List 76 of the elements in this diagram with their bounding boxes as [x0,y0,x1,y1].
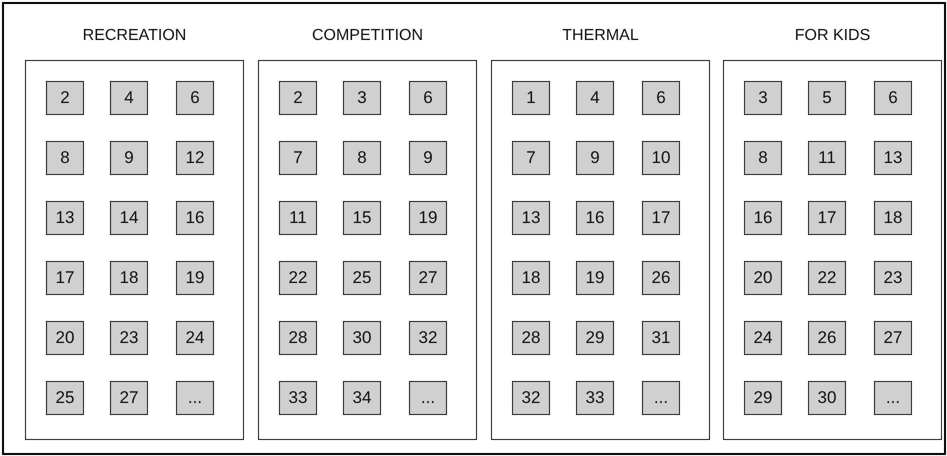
number-tile: 17 [46,261,84,295]
number-tile: 27 [409,261,447,295]
number-tile: 33 [576,381,614,415]
number-tile: 3 [343,81,381,115]
number-tile: 18 [512,261,550,295]
number-tile: 17 [642,201,680,235]
number-tile: 6 [874,81,912,115]
number-tile: ... [874,381,912,415]
number-tile: 4 [576,81,614,115]
number-tile: 16 [176,201,214,235]
number-tile: 29 [744,381,782,415]
number-tile: 28 [279,321,317,355]
number-tile: 12 [176,141,214,175]
number-tile: 20 [46,321,84,355]
number-tile: 19 [409,201,447,235]
number-tile: 4 [110,81,148,115]
number-tile: 25 [343,261,381,295]
group-heading: FOR KIDS [794,27,872,45]
number-tile: 5 [808,81,846,115]
number-tile: 23 [110,321,148,355]
number-tile: 27 [874,321,912,355]
number-tile: 27 [110,381,148,415]
number-tile: 7 [279,141,317,175]
number-tile: 26 [642,261,680,295]
number-tile: 1 [512,81,550,115]
number-tile: 8 [46,141,84,175]
group-heading: THERMAL [561,27,640,45]
number-tile: 22 [808,261,846,295]
group-heading: RECREATION [82,27,188,45]
number-tile: 29 [576,321,614,355]
number-tile: 19 [576,261,614,295]
number-tile: 16 [576,201,614,235]
number-tile: 2 [279,81,317,115]
number-tile: 34 [343,381,381,415]
number-tile: 9 [110,141,148,175]
number-tile: 16 [744,201,782,235]
number-tile: 11 [279,201,317,235]
number-tile: 7 [512,141,550,175]
number-tile: 25 [46,381,84,415]
number-tile: 24 [176,321,214,355]
group-heading: COMPETITION [310,27,424,45]
number-tile: 19 [176,261,214,295]
number-tile: 24 [744,321,782,355]
number-tile: 26 [808,321,846,355]
number-tile: 8 [744,141,782,175]
number-tile: 18 [110,261,148,295]
number-tile: 13 [512,201,550,235]
number-tile: ... [409,381,447,415]
number-tile: 14 [110,201,148,235]
number-tile: ... [176,381,214,415]
number-tile: 28 [512,321,550,355]
number-tile: 2 [46,81,84,115]
number-tile: 18 [874,201,912,235]
number-tile: 15 [343,201,381,235]
number-tile: 10 [642,141,680,175]
number-tile: 3 [744,81,782,115]
number-tile: 8 [343,141,381,175]
number-tile: ... [642,381,680,415]
number-tile: 32 [512,381,550,415]
number-tile: 6 [409,81,447,115]
number-tile: 31 [642,321,680,355]
number-tile: 33 [279,381,317,415]
number-tile: 6 [176,81,214,115]
number-tile: 11 [808,141,846,175]
number-tile: 13 [46,201,84,235]
number-tile: 32 [409,321,447,355]
number-tile: 17 [808,201,846,235]
number-tile: 30 [343,321,381,355]
number-tile: 22 [279,261,317,295]
number-tile: 9 [409,141,447,175]
number-tile: 30 [808,381,846,415]
number-tile: 6 [642,81,680,115]
number-tile: 20 [744,261,782,295]
number-tile: 23 [874,261,912,295]
number-tile: 9 [576,141,614,175]
number-tile: 13 [874,141,912,175]
